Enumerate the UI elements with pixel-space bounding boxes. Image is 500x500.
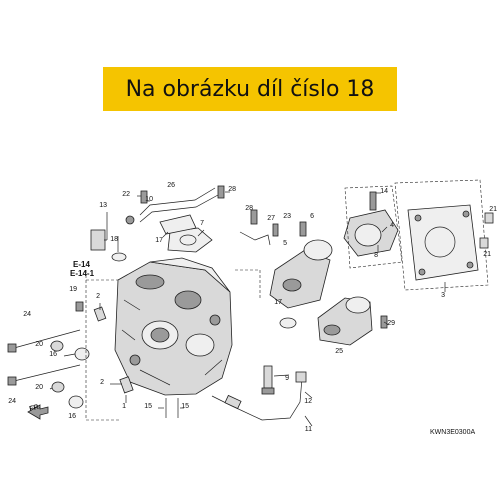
dowel-pins	[93, 306, 134, 394]
insulator	[269, 239, 333, 309]
intake-manifold	[317, 296, 373, 346]
gasket-3	[394, 179, 489, 291]
callout-c17b: 17	[274, 299, 282, 306]
callout-c4: 4	[390, 222, 394, 229]
callout-c15a: 15	[144, 403, 152, 410]
dowel-21	[479, 212, 494, 249]
callout-c25: 25	[335, 348, 343, 355]
cylinder-head	[114, 257, 233, 396]
callout-c16a: 16	[49, 351, 57, 358]
long-bolts	[7, 329, 81, 386]
o-ring-17	[279, 317, 297, 329]
callout-c22: 22	[122, 191, 130, 198]
callout-c14: 14	[380, 188, 388, 195]
callout-c7: 7	[200, 220, 204, 227]
callout-c16b: 16	[68, 413, 76, 420]
sensor-cable	[211, 371, 307, 421]
callout-c19: 19	[69, 286, 77, 293]
callout-c5: 5	[283, 240, 287, 247]
callout-c24a: 24	[23, 311, 31, 318]
callout-c9: 9	[285, 375, 289, 382]
callout-c29: 29	[387, 320, 395, 327]
callout-c17: 17	[155, 237, 163, 244]
callout-c11: 11	[305, 426, 312, 433]
head-gasket	[167, 227, 213, 253]
callout-c28b: 28	[245, 205, 253, 212]
spark-plug	[261, 365, 275, 395]
callout-c20b: 20	[35, 384, 43, 391]
callout-c23: 23	[283, 213, 291, 220]
callout-c13: 13	[99, 202, 107, 209]
callout-c26: 26	[167, 182, 175, 189]
diagram-code: KWN3E0300A	[430, 429, 475, 436]
bolt-19	[75, 301, 84, 312]
throttle-body	[343, 185, 403, 269]
callout-c20a: 20	[35, 341, 43, 348]
studs	[165, 398, 179, 418]
leader-lines	[49, 191, 446, 427]
callout-c21a: 21	[489, 206, 497, 213]
callout-c12: 12	[304, 398, 312, 405]
callout-c18: 18	[110, 236, 118, 243]
ref-e14-1: E-14-1	[70, 269, 95, 278]
callout-c15b: 15	[181, 403, 189, 410]
bracket-5	[239, 231, 271, 246]
callout-c28a: 28	[228, 186, 236, 193]
callout-c1: 1	[122, 403, 126, 410]
banner-text: Na obrázku díl číslo 18	[125, 76, 375, 102]
fr-label: FR.	[29, 403, 42, 413]
nuts-and-washers	[50, 340, 90, 409]
breather-pipe	[125, 187, 219, 235]
ref-e14: E-14	[73, 260, 90, 269]
callout-c2b: 2	[100, 379, 104, 386]
callout-c8: 8	[374, 252, 378, 259]
callout-c21b: 21	[483, 251, 491, 258]
callout-c2a: 2	[96, 293, 100, 300]
callout-c3: 3	[441, 292, 445, 299]
callout-c27: 27	[267, 215, 275, 222]
callout-c10: 10	[145, 196, 153, 203]
part-number-banner: Na obrázku díl číslo 18	[103, 67, 397, 111]
part-18	[90, 229, 127, 262]
front-arrow: FR.	[27, 403, 49, 420]
callout-c6: 6	[310, 213, 314, 220]
callout-c24b: 24	[8, 398, 16, 405]
